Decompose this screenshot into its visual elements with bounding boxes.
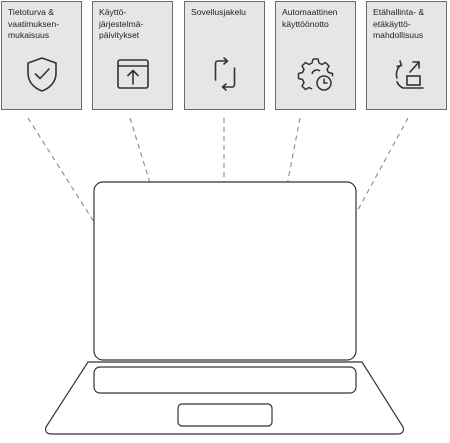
laptop-base [45,361,404,435]
remote-access-icon [395,60,424,89]
card-label: Etähallinta- & etäkäyttö- mahdollisuus [373,7,425,40]
rotate-arrows-icon [214,57,236,91]
shield-check-icon [27,57,57,92]
card-label: Automaattinen käyttöönotto [282,7,338,29]
card-os-updates: Käyttö- järjestelmä- päivitykset [92,1,173,110]
card-label: Sovellusjakelu [191,7,246,17]
gear-clock-icon [297,58,334,91]
laptop-illustration [45,181,404,435]
card-remote-management: Etähallinta- & etäkäyttö- mahdollisuus [366,1,447,110]
card-label: Tietoturva & vaatimuksen- mukaisuus [8,7,60,40]
card-auto-provisioning: Automaattinen käyttöönotto [275,1,356,110]
window-upload-icon [117,59,149,89]
laptop-keyboard [93,366,357,394]
card-app-distribution: Sovellusjakelu [184,1,265,110]
card-security-compliance: Tietoturva & vaatimuksen- mukaisuus [1,1,82,110]
laptop-screen [93,181,357,361]
laptop-trackpad [177,403,273,427]
card-label: Käyttö- järjestelmä- päivitykset [99,7,144,40]
